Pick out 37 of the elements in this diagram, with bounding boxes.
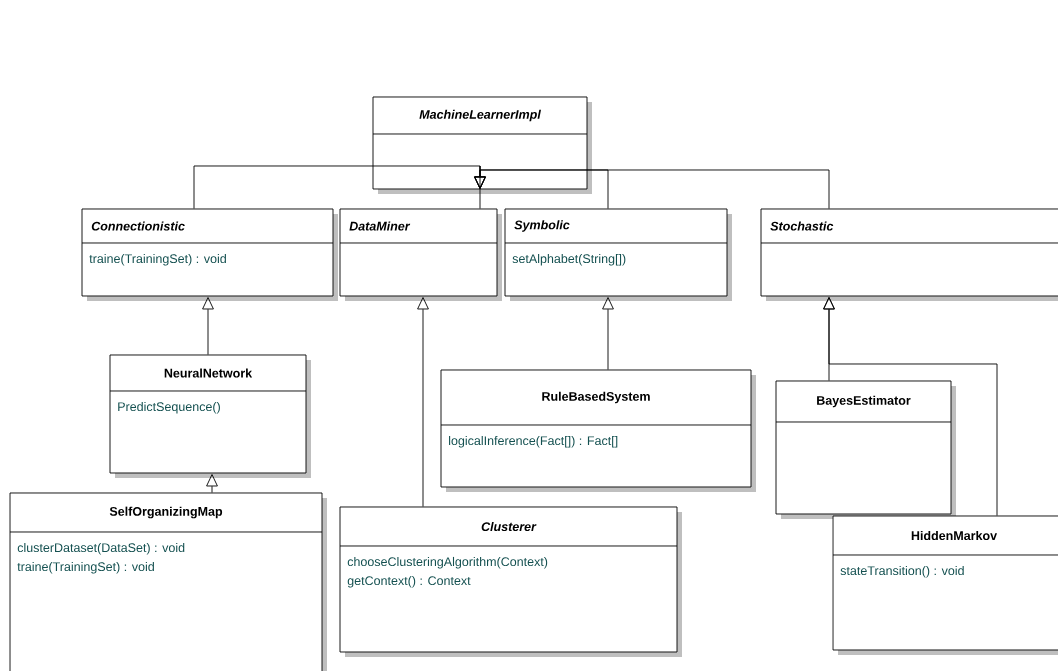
inheritance-arrow <box>202 297 214 355</box>
operation-text: chooseClusteringAlgorithm(Context) <box>347 556 548 569</box>
class-box <box>775 380 956 519</box>
class-box <box>339 506 682 657</box>
operation-text: logicalInference(Fact[]) : Fact[] <box>449 435 618 448</box>
class-name: BayesEstimator <box>817 395 911 408</box>
operation-text: PredictSequence() <box>118 401 220 414</box>
class-box <box>372 96 592 194</box>
class-name: Symbolic <box>514 220 570 232</box>
class-name: SelfOrganizingMap <box>109 506 223 519</box>
class-name: Clusterer <box>481 521 537 532</box>
operation-text: traine(TrainingSet) : void <box>17 561 154 574</box>
class-name: DataMiner <box>349 221 411 231</box>
class-box <box>109 354 311 478</box>
class-box <box>9 492 327 671</box>
operation-text: clusterDataset(DataSet) : void <box>17 542 185 555</box>
class-box <box>339 208 502 301</box>
class-name: Connectionistic <box>91 221 185 231</box>
operation-text: traine(TrainingSet) : void <box>89 253 226 266</box>
class-box <box>832 515 1058 655</box>
inheritance-arrow <box>602 297 614 370</box>
class-name: MachineLearnerImpl <box>419 109 541 122</box>
operation-text: stateTransition() : void <box>840 565 964 578</box>
operation-text: setAlphabet(String[]) <box>512 253 626 266</box>
class-box <box>81 208 338 301</box>
class-box <box>760 208 1058 301</box>
class-name: Stochastic <box>770 221 834 231</box>
class-box <box>440 369 756 492</box>
inheritance-arrow <box>206 474 218 493</box>
class-name: NeuralNetwork <box>164 368 253 378</box>
class-box <box>504 208 732 301</box>
operation-text: getContext() : Context <box>347 575 471 588</box>
class-name: RuleBasedSystem <box>542 391 650 404</box>
inheritance-arrow <box>417 297 429 507</box>
class-name: HiddenMarkov <box>911 530 997 541</box>
inheritance-arrow <box>474 169 830 209</box>
inheritance-arrow <box>823 297 998 516</box>
